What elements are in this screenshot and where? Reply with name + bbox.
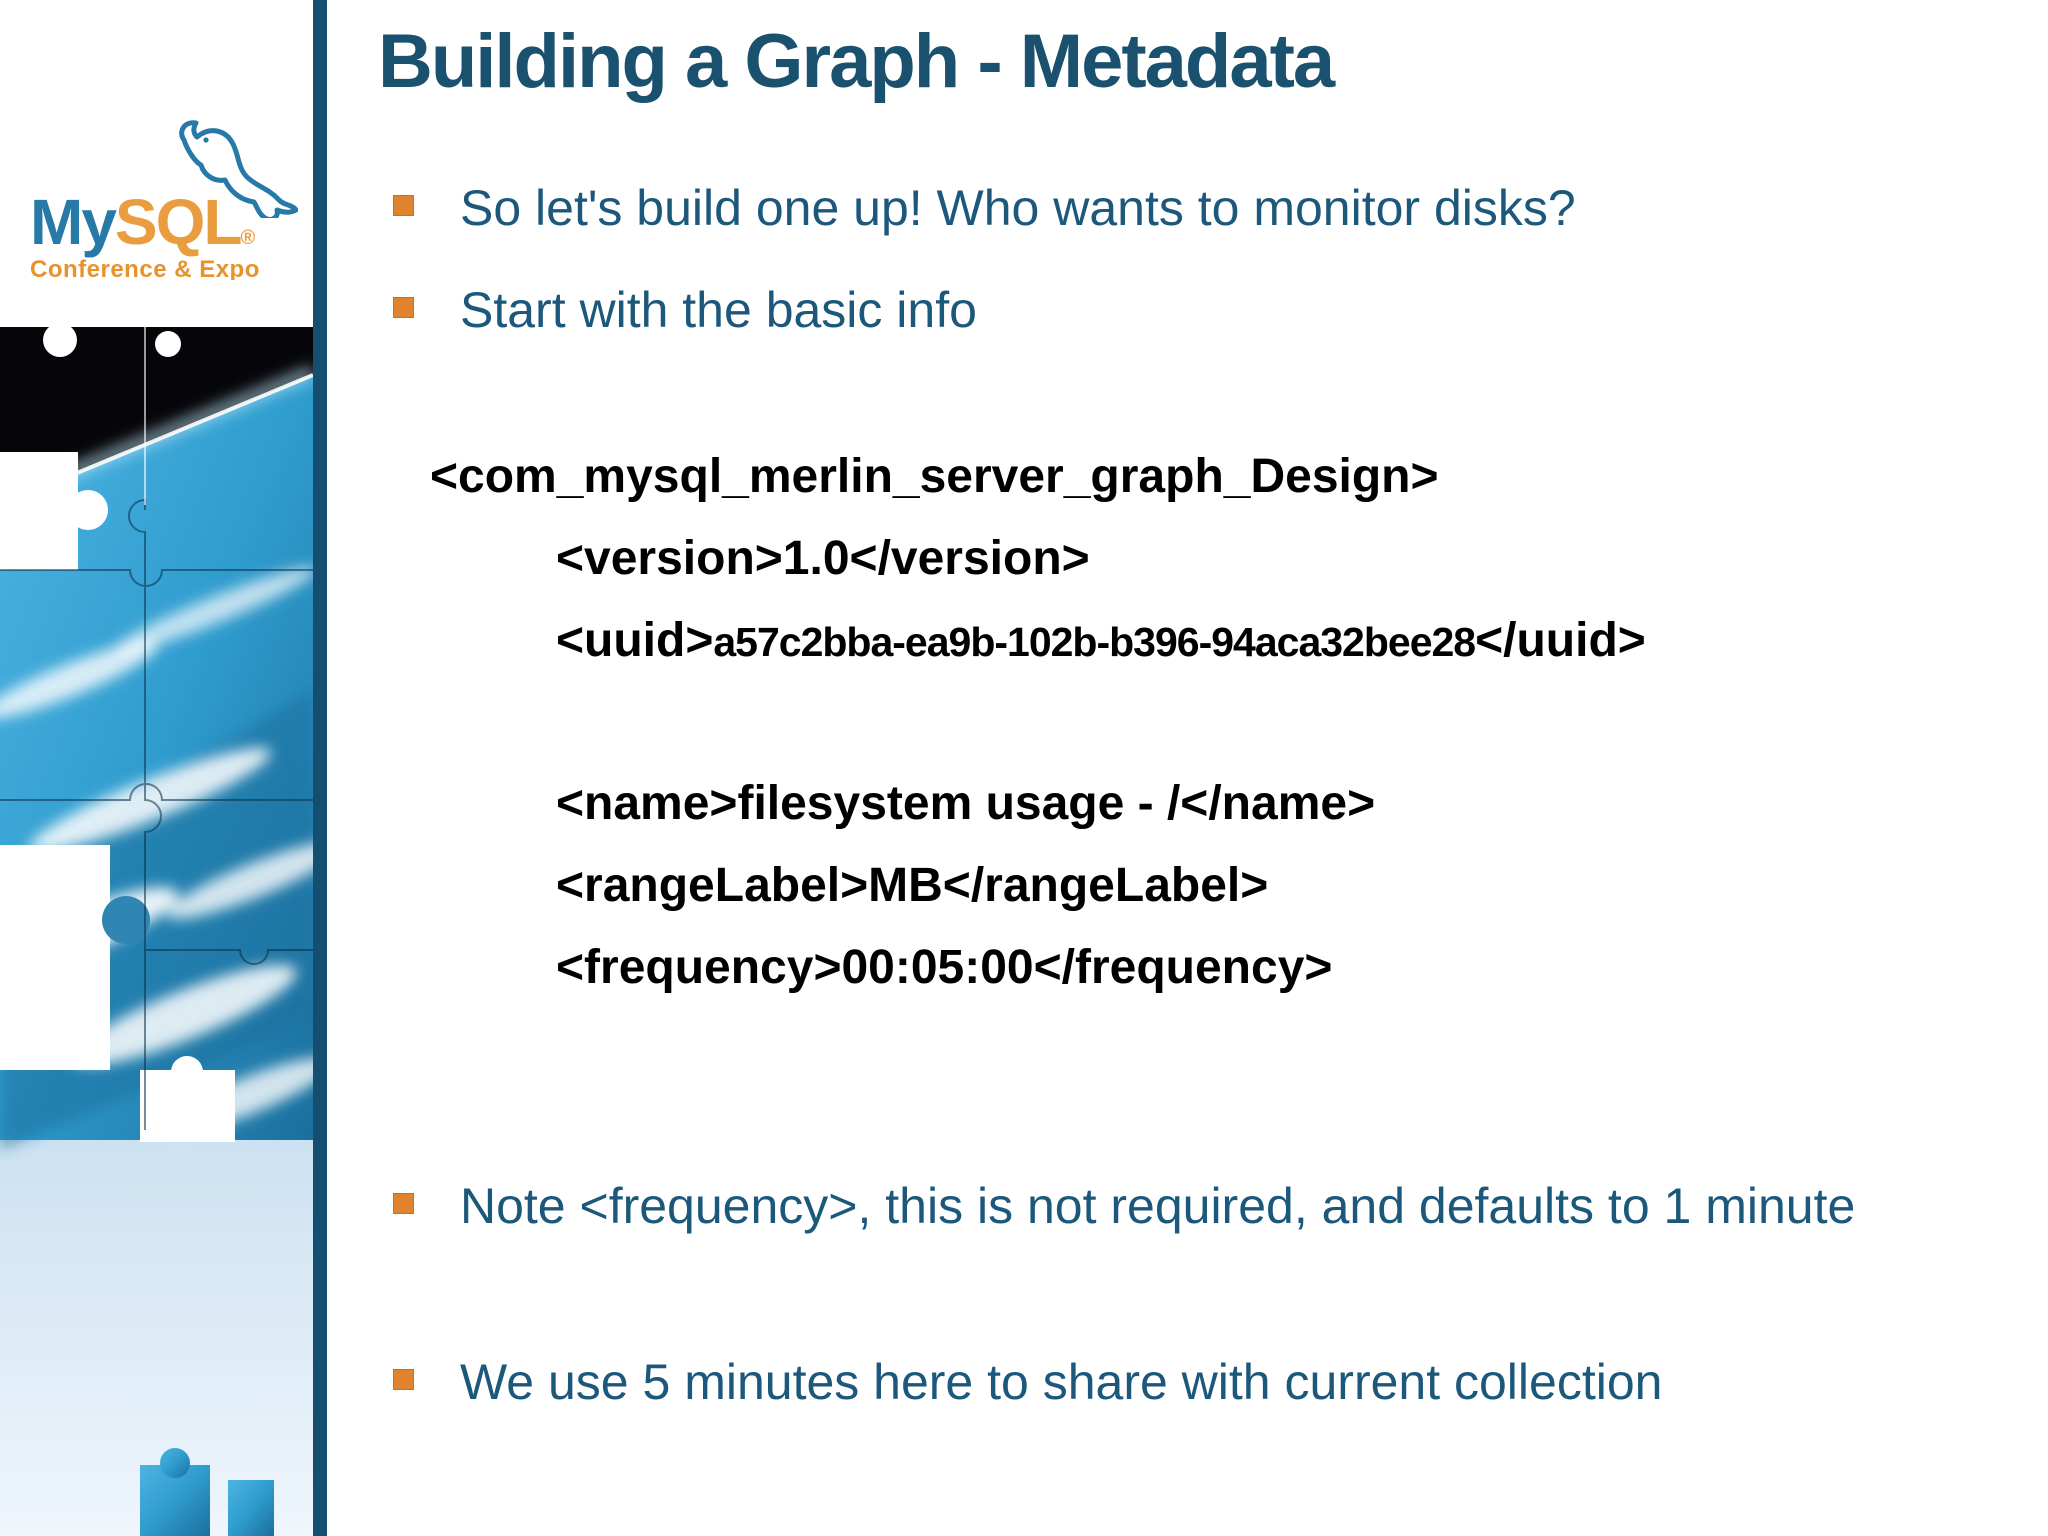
code-uuid-open-tag: <uuid> <box>556 614 714 667</box>
code-uuid-value: a57c2bba-ea9b-102b-b396-94aca32bee28 <box>713 619 1476 665</box>
bullet-text: We use 5 minutes here to share with curr… <box>460 1354 1663 1410</box>
bullet-text: So let's build one up! Who wants to moni… <box>460 180 1576 236</box>
code-root-open-line: <com_mysql_merlin_server_graph_Design> <box>430 450 1439 503</box>
mysql-wordmark: MySQL® <box>30 190 256 268</box>
mysql-logo: MySQL® Conference & Expo <box>0 0 313 283</box>
bullet-square-icon <box>393 195 414 216</box>
bullet-item: We use 5 minutes here to share with curr… <box>393 1352 1662 1412</box>
code-version-line: <version>1.0</version> <box>556 532 1090 585</box>
logo-word-my: My <box>30 186 117 258</box>
bullet-item: Note <frequency>, this is not required, … <box>393 1176 1855 1236</box>
bullet-square-icon <box>393 297 414 318</box>
sidebar: MySQL® Conference & Expo <box>0 0 313 1536</box>
bullet-square-icon <box>393 1369 414 1390</box>
earth-puzzle-image <box>0 280 313 1536</box>
code-uuid-close-tag: </uuid> <box>1475 614 1646 667</box>
bullet-text: Start with the basic info <box>460 282 977 338</box>
code-frequency-line: <frequency>00:05:00</frequency> <box>556 941 1333 994</box>
slide-title: Building a Graph - Metadata <box>378 19 1335 104</box>
logo-tagline: Conference & Expo <box>30 256 260 283</box>
dolphin-logo-icon <box>179 120 298 218</box>
bullet-item: Start with the basic info <box>393 280 977 340</box>
slide-content: Building a Graph - Metadata So let's bui… <box>327 0 2048 1536</box>
sidebar-divider-bar <box>313 0 327 1536</box>
bullet-text: Note <frequency>, this is not required, … <box>460 1178 1856 1234</box>
code-rangelabel-line: <rangeLabel>MB</rangeLabel> <box>556 859 1269 912</box>
registered-mark-icon: ® <box>240 227 256 249</box>
code-name-line: <name>filesystem usage - /</name> <box>556 777 1376 830</box>
logo-word-sql: SQL <box>114 186 243 258</box>
bullet-item: So let's build one up! Who wants to moni… <box>393 178 1576 238</box>
xml-code-block: <com_mysql_merlin_server_graph_Design> <… <box>430 448 1646 1021</box>
bullet-square-icon <box>393 1193 414 1214</box>
code-uuid-line: <uuid>a57c2bba-ea9b-102b-b396-94aca32bee… <box>556 612 1646 671</box>
